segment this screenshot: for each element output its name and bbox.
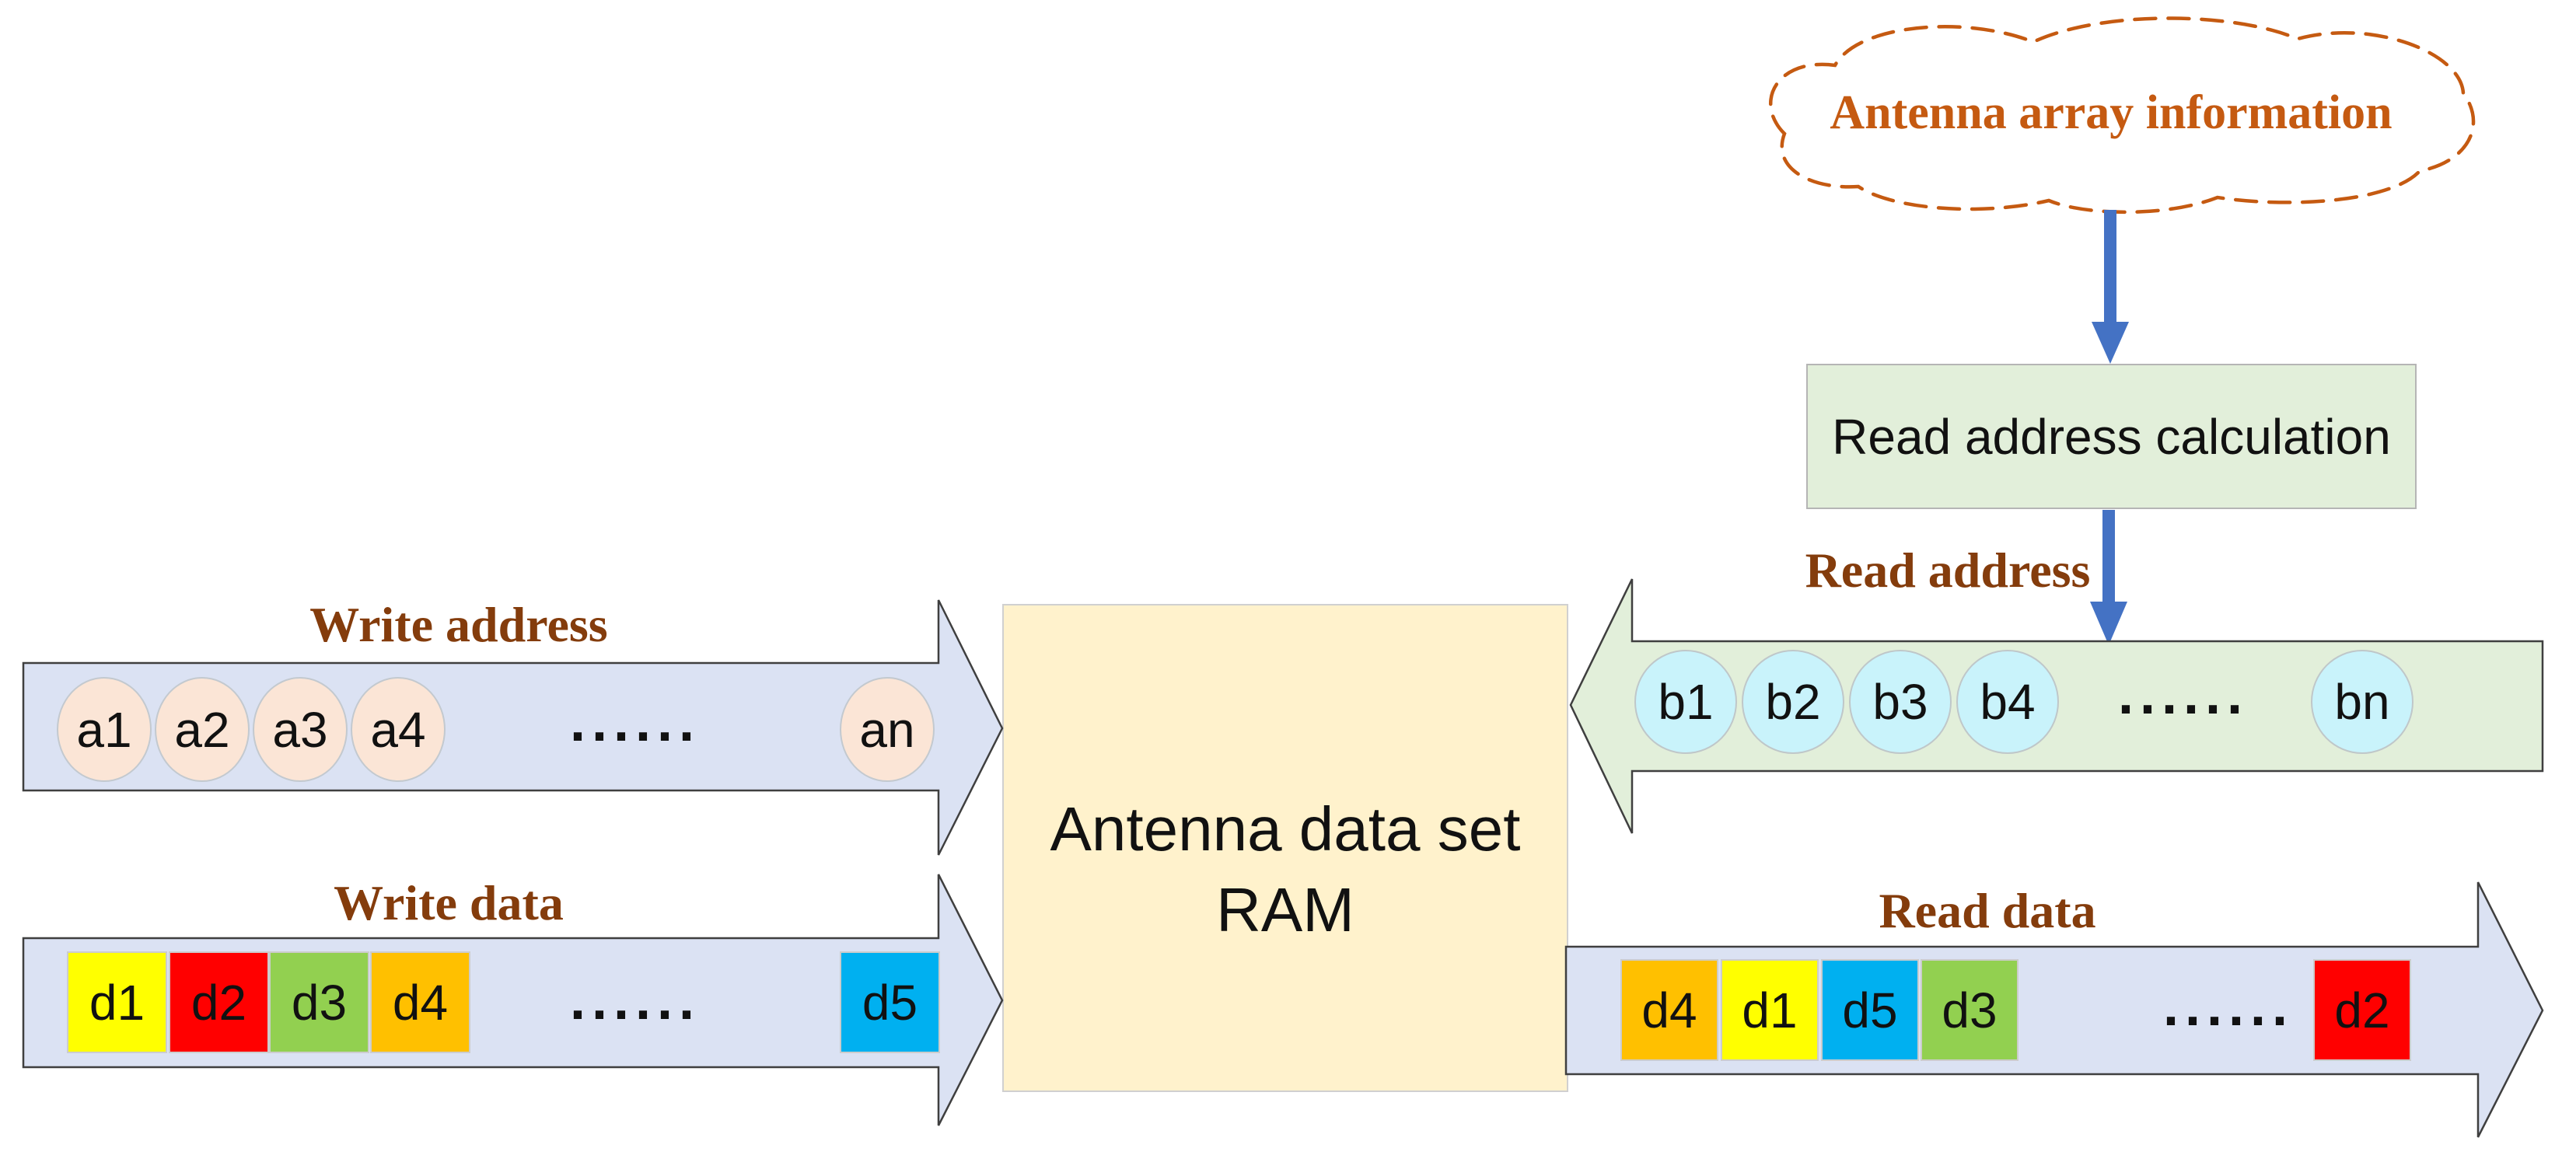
- cloud-label: Antenna array information: [1830, 86, 2392, 139]
- write-address-cell-a4: a4: [351, 677, 446, 782]
- read-address-ellipsis: ......: [2117, 664, 2249, 726]
- read-data-cell-d4: d4: [1620, 959, 1718, 1061]
- write-address-cell-a1: a1: [57, 677, 152, 782]
- write-data-label: Write data: [334, 875, 564, 930]
- ram-label-line1: Antenna data set: [1050, 794, 1521, 864]
- write-data-ellipsis: ......: [569, 969, 701, 1031]
- ram-box: Antenna data set RAM: [1002, 604, 1568, 1092]
- write-address-cell-an: an: [840, 677, 935, 782]
- write-address-cell-a2: a2: [155, 677, 250, 782]
- read-address-cell-bn: bn: [2311, 650, 2413, 754]
- cloud-outline: [1769, 16, 2476, 215]
- write-address-cell-a3: a3: [253, 677, 348, 782]
- write-address-ellipsis: ......: [569, 691, 701, 753]
- read-address-cell-b3: b3: [1849, 650, 1952, 754]
- calcbox-to-readaddress-arrow: [2090, 510, 2127, 645]
- read-data-cell-d1: d1: [1721, 959, 1819, 1061]
- read-data-cell-d3: d3: [1921, 959, 2019, 1061]
- read-data-cell-d5: d5: [1821, 959, 1919, 1061]
- read-data-ellipsis: ......: [2162, 975, 2295, 1038]
- read-data-label: Read data: [1879, 883, 2096, 938]
- write-data-cell-d2: d2: [169, 951, 269, 1053]
- read-address-cell-b2: b2: [1742, 650, 1844, 754]
- write-data-cell-d4: d4: [370, 951, 470, 1053]
- write-data-cell-d5: d5: [840, 951, 940, 1053]
- read-data-arrow-shape: [1564, 881, 2544, 1138]
- write-data-cell-d1: d1: [67, 951, 167, 1053]
- ram-label-line2: RAM: [1216, 875, 1354, 944]
- read-address-cell-b1: b1: [1634, 650, 1737, 754]
- read-address-calc-box: Read address calculation: [1806, 364, 2417, 509]
- write-data-cell-d3: d3: [269, 951, 369, 1053]
- write-address-label: Write address: [309, 597, 608, 652]
- write-address-arrow-shape: [22, 599, 1004, 856]
- read-data-cell-d2: d2: [2313, 959, 2411, 1061]
- write-data-arrow-shape: [22, 874, 1004, 1126]
- read-address-label: Read address: [1805, 543, 2091, 598]
- read-address-cell-b4: b4: [1956, 650, 2059, 754]
- cloud-to-calcbox-arrow: [2092, 210, 2129, 364]
